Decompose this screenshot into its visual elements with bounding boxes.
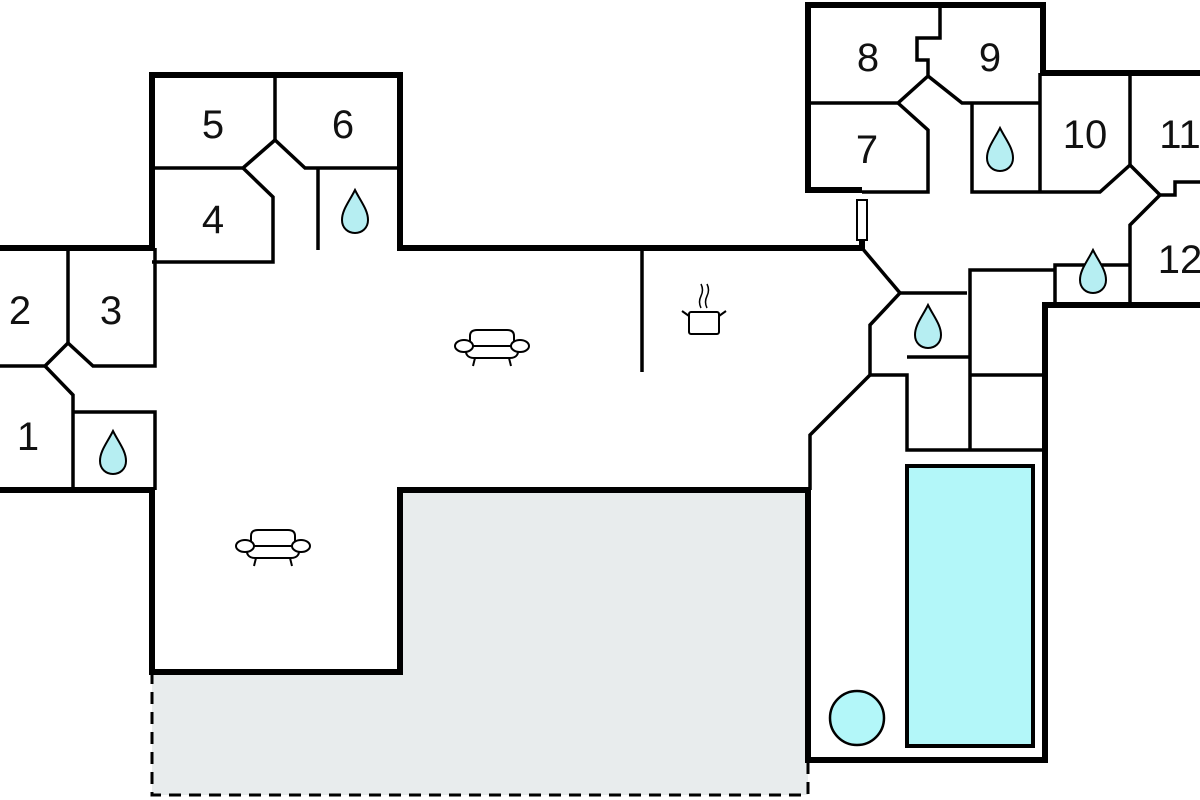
kitchen-pot-icon — [681, 283, 727, 335]
room-label-7: 7 — [856, 128, 878, 172]
room-label-6: 6 — [332, 103, 354, 147]
room-label-10: 10 — [1063, 113, 1108, 157]
pool — [905, 464, 1035, 748]
room-label-8: 8 — [857, 36, 879, 80]
room-label-5: 5 — [202, 103, 224, 147]
bathroom-drop-icon — [1079, 249, 1107, 294]
room-label-12: 12 — [1158, 238, 1200, 282]
room-label-2: 2 — [9, 289, 31, 333]
bathroom-drop-icon — [914, 304, 942, 349]
terrace — [152, 490, 808, 795]
room-label-11: 11 — [1159, 113, 1200, 157]
window — [856, 199, 868, 241]
sofa-icon — [454, 329, 530, 367]
bathroom-drop-icon — [341, 189, 369, 234]
sofa-icon — [235, 529, 311, 567]
bathroom-drop-icon — [99, 430, 127, 475]
hot-tub — [828, 689, 886, 747]
room-label-4: 4 — [202, 198, 224, 242]
bathroom-drop-icon — [986, 127, 1014, 172]
room-label-1: 1 — [17, 415, 39, 459]
terrace-dashed-edge — [150, 672, 810, 797]
interior-walls — [0, 5, 1200, 490]
room-label-3: 3 — [100, 289, 122, 333]
room-label-9: 9 — [979, 36, 1001, 80]
